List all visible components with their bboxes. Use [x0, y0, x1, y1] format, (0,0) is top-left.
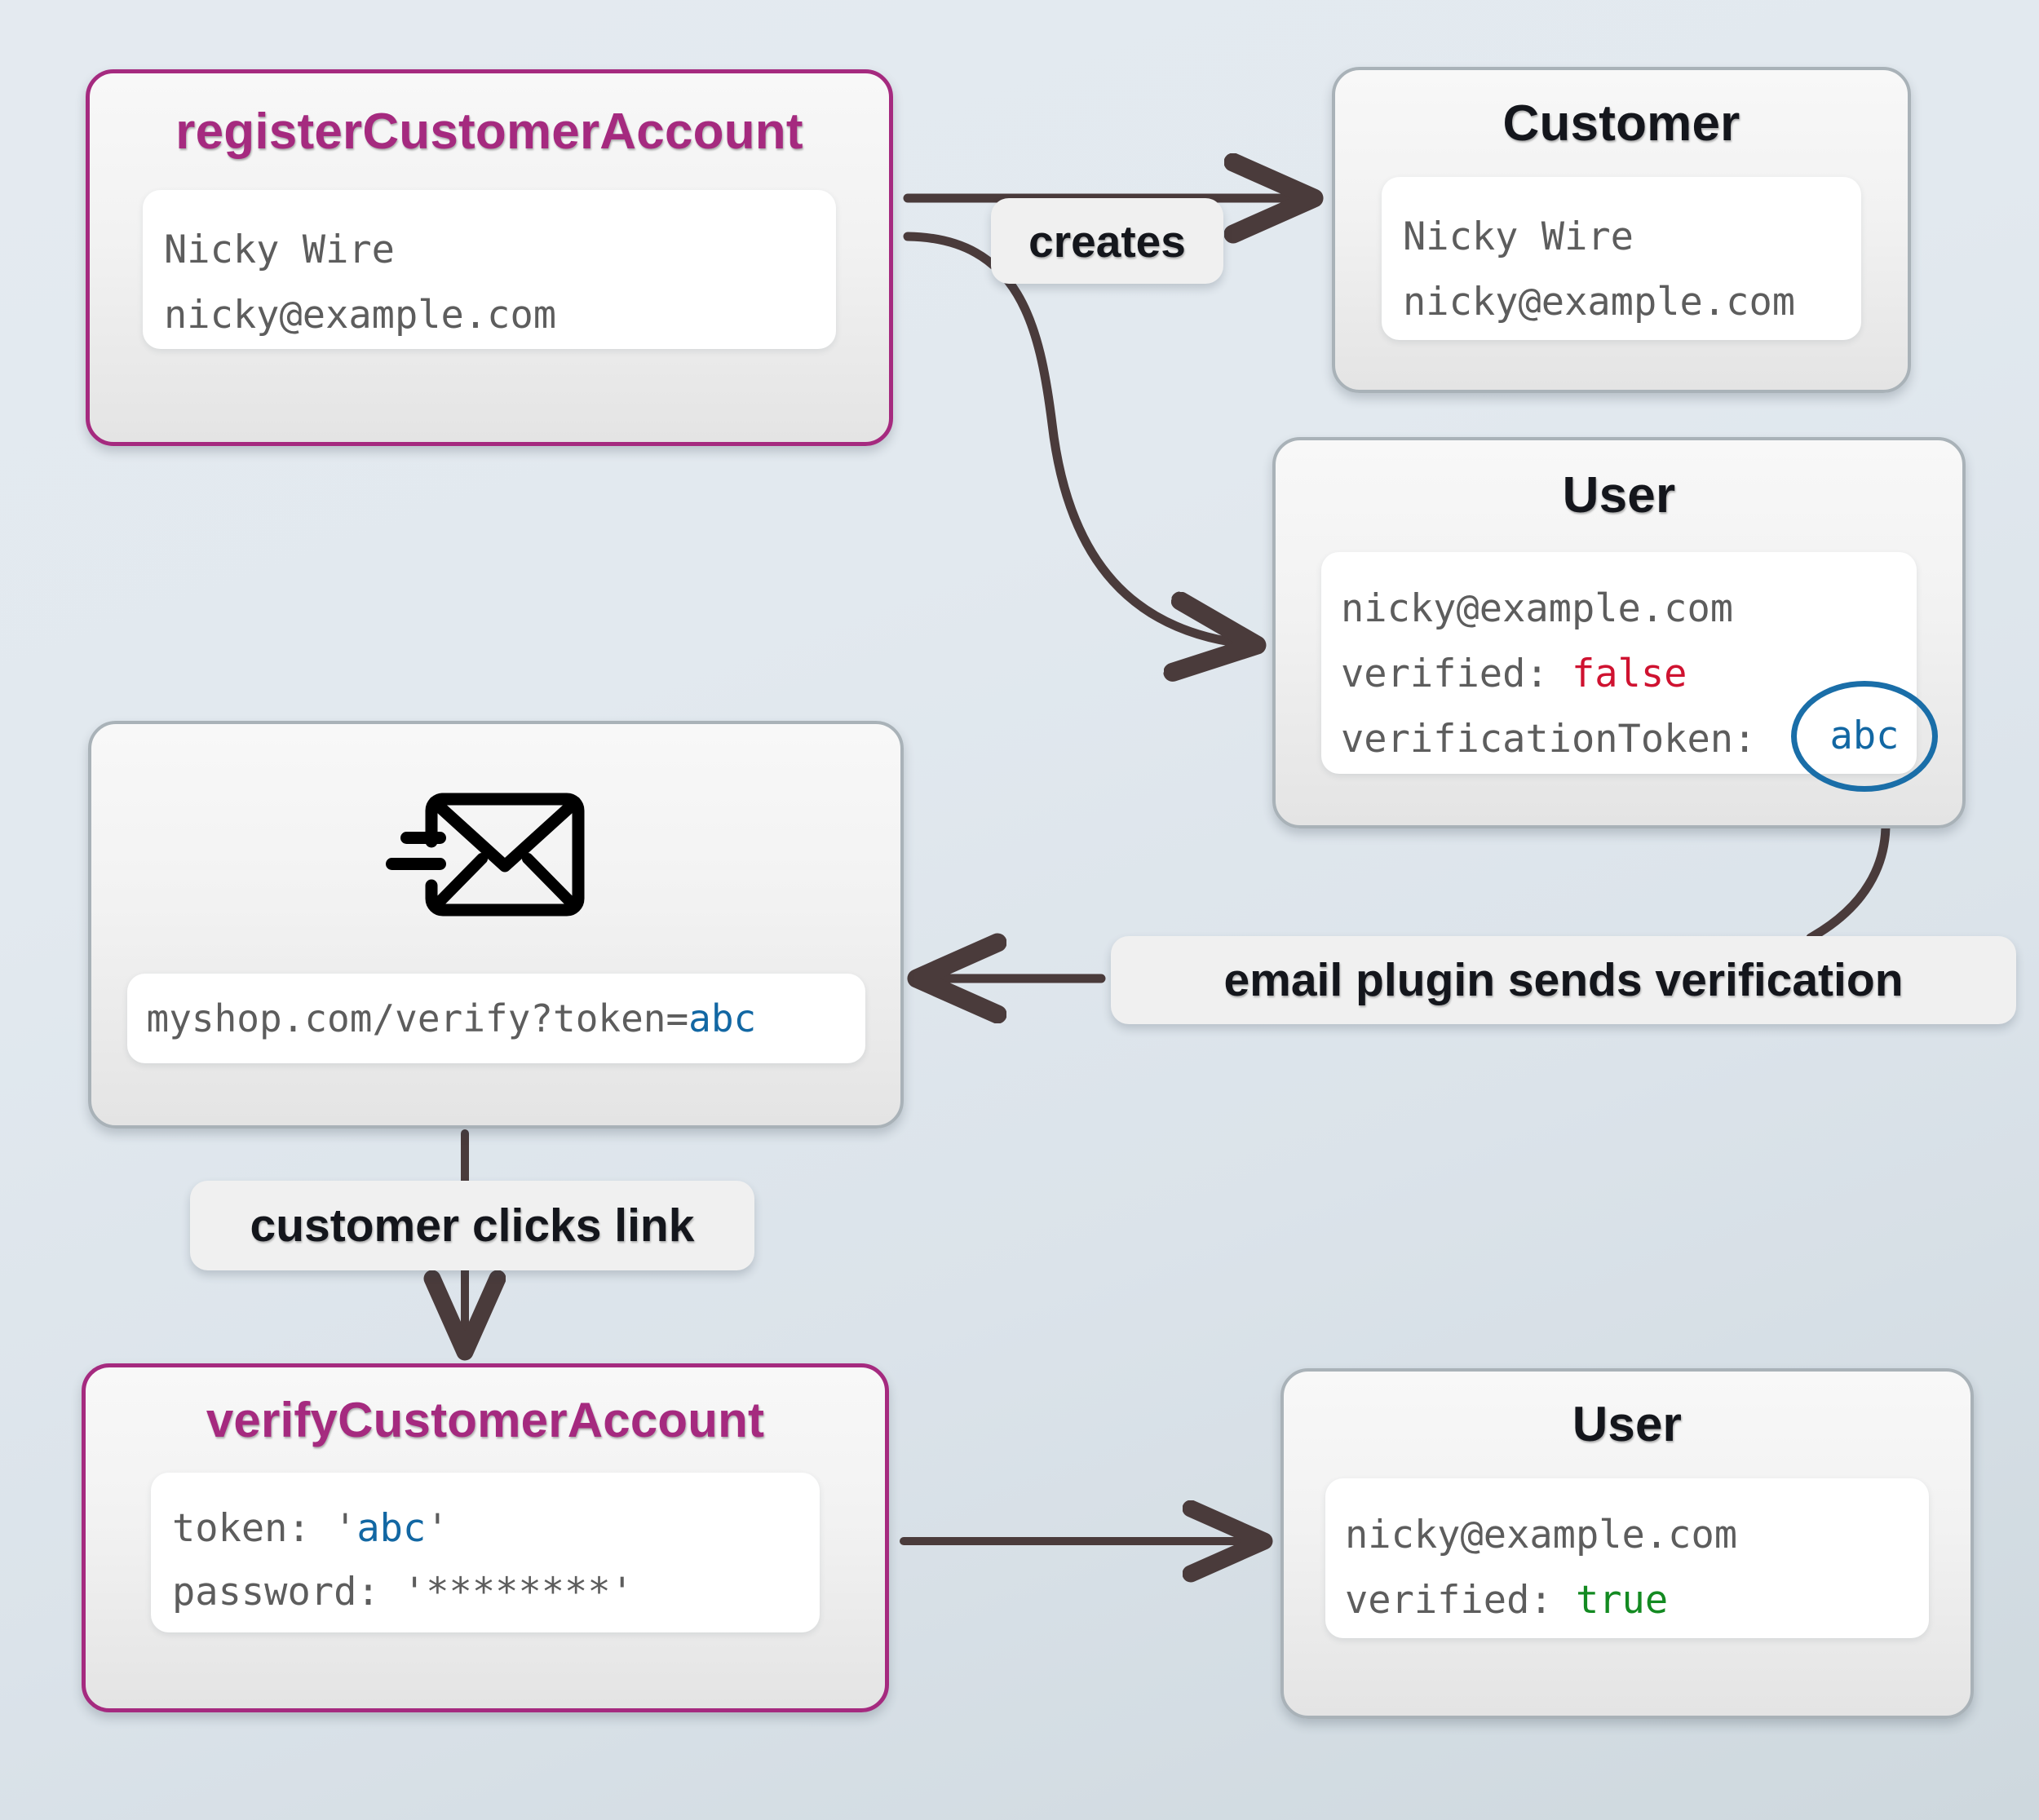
edge-label-creates: creates: [991, 198, 1223, 284]
verify-token-quote-close: ': [426, 1506, 449, 1551]
user-verified-email: nicky@example.com: [1345, 1513, 1738, 1557]
node-register-customer-account[interactable]: registerCustomerAccount Nicky Wire nicky…: [86, 69, 893, 446]
verification-token-key: verificationToken:: [1341, 717, 1757, 762]
user-unverified-fields: nicky@example.com verified: false verifi…: [1321, 552, 1938, 792]
register-name: Nicky Wire: [164, 228, 395, 272]
verification-token-value: abc: [1829, 713, 1900, 758]
customer-email: nicky@example.com: [1403, 280, 1796, 325]
verify-token-value: abc: [356, 1506, 427, 1551]
node-title-customer: Customer: [1502, 95, 1740, 152]
verify-token-quote-open: ': [334, 1506, 357, 1551]
node-user-verified[interactable]: User nicky@example.com verified: true: [1280, 1368, 1974, 1719]
node-title-user-verified: User: [1572, 1397, 1683, 1451]
node-verification-email[interactable]: myshop.com/verify?token=abc: [88, 721, 904, 1129]
verify-fields: token: 'abc' password: '********': [151, 1473, 820, 1632]
user-verified-verified-row: verified: true: [1345, 1568, 1909, 1633]
customer-fields: Nicky Wire nicky@example.com: [1382, 177, 1861, 340]
node-user-unverified[interactable]: User nicky@example.com verified: false v…: [1272, 437, 1966, 828]
node-title-verify: verifyCustomerAccount: [206, 1393, 765, 1447]
verify-token-row: token: 'abc': [172, 1497, 798, 1561]
user-unverified-email: nicky@example.com: [1341, 586, 1734, 631]
edge-label-email-plugin: email plugin sends verification: [1111, 936, 2016, 1024]
verify-token-key: token:: [172, 1506, 334, 1551]
node-title-user-unverified: User: [1562, 467, 1676, 523]
verified-value-false: false: [1571, 652, 1687, 696]
send-email-icon: [386, 781, 606, 928]
node-title-register: registerCustomerAccount: [175, 104, 803, 160]
user-unverified-verified-row: verified: false: [1341, 642, 1897, 707]
customer-name: Nicky Wire: [1403, 214, 1634, 259]
node-customer[interactable]: Customer Nicky Wire nicky@example.com: [1332, 67, 1911, 393]
verification-link-prefix: myshop.com/verify?token=: [146, 996, 689, 1040]
verification-link[interactable]: myshop.com/verify?token=abc: [126, 974, 865, 1063]
user-unverified-token-row: verificationToken:: [1341, 707, 1897, 772]
register-email: nicky@example.com: [164, 293, 557, 338]
node-verify-customer-account[interactable]: verifyCustomerAccount token: 'abc' passw…: [82, 1363, 889, 1712]
edge-label-customer-clicks: customer clicks link: [190, 1181, 754, 1270]
verified-key: verified:: [1341, 652, 1572, 696]
verification-link-token: abc: [688, 996, 757, 1040]
verify-password-row: password: '********': [172, 1570, 634, 1615]
edge-register-to-user: [903, 232, 1248, 644]
highlight-circle-token: abc: [1791, 681, 1938, 792]
register-fields: Nicky Wire nicky@example.com: [143, 190, 836, 349]
user-verified-fields: nicky@example.com verified: true: [1325, 1478, 1929, 1638]
verified-key-2: verified:: [1345, 1578, 1576, 1623]
verified-value-true: true: [1575, 1578, 1669, 1623]
